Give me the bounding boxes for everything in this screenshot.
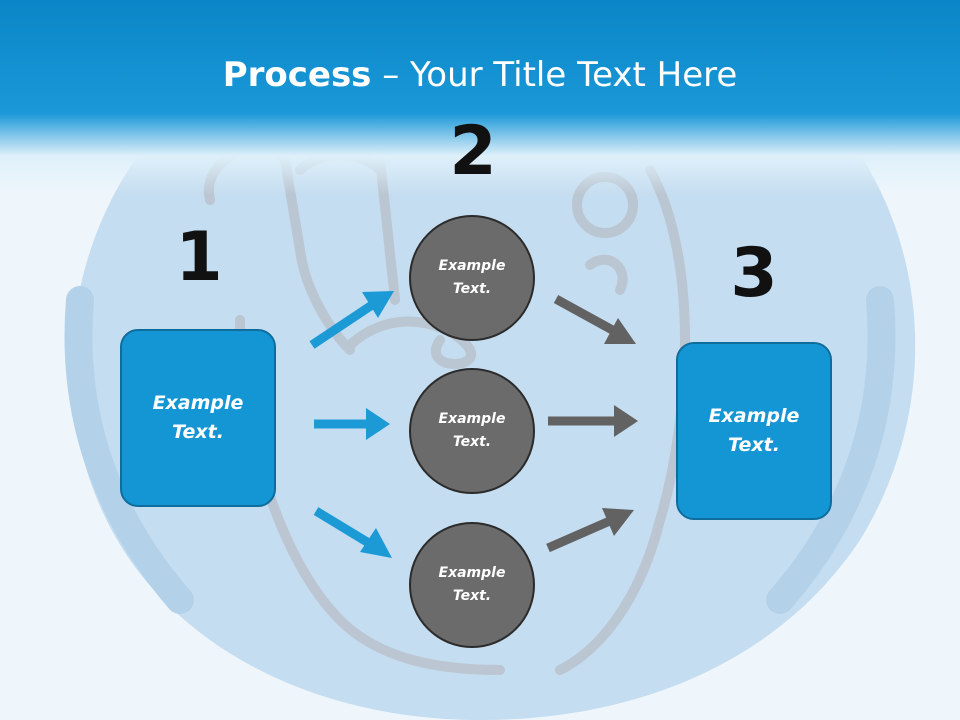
background-brush-highlight (64, 286, 194, 614)
arrow-2-to-3-middle (548, 405, 638, 437)
background-brush-highlight-right (766, 286, 896, 614)
arrow-1-to-2-middle (314, 408, 390, 440)
title-rest: – Your Title Text Here (371, 55, 738, 95)
step-3-text: Example Text. (708, 405, 800, 456)
step-1-number: 1 (175, 218, 223, 297)
step-2-circle-1: Example Text. (409, 215, 535, 341)
step-1-text: Example Text. (152, 392, 244, 443)
step-3-box: Example Text. (676, 342, 832, 520)
slide-title: Process – Your Title Text Here (0, 52, 960, 98)
arrow-1-to-2-lower (313, 507, 392, 558)
arrow-2-to-3-lower (546, 508, 634, 553)
arrow-1-to-2-upper (309, 291, 394, 349)
step-1-box: Example Text. (120, 329, 276, 507)
title-strong: Process (222, 55, 372, 95)
step-2-circle-3: Example Text. (409, 522, 535, 648)
step-2-number: 2 (449, 112, 497, 191)
arrow-2-to-3-upper (553, 295, 636, 344)
step-2-circle-2: Example Text. (409, 368, 535, 494)
step-3-number: 3 (730, 234, 778, 313)
header-bar (0, 0, 960, 195)
step-2-circle-2-text: Example Text. (438, 411, 506, 450)
step-2-circle-3-text: Example Text. (438, 565, 506, 604)
step-2-circle-1-text: Example Text. (438, 258, 506, 297)
